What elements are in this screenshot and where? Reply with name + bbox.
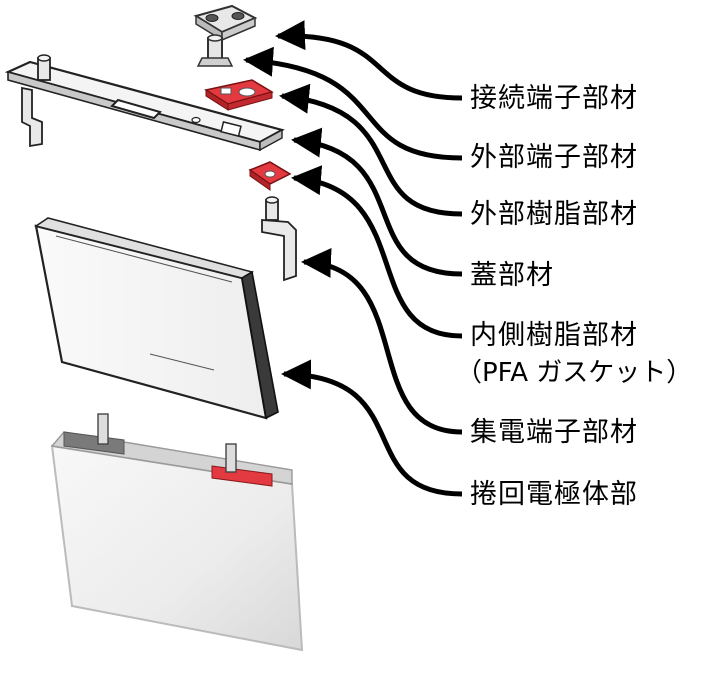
leader-external-resin [279,83,463,217]
wound-electrode-part [50,413,304,652]
leader-inner-resin [291,165,463,339]
label-lid: 蓋部材 [470,260,554,291]
leader-lid [291,127,463,277]
leader-wound-electrode [281,359,463,497]
label-wound-electrode: 捲回電極体部 [470,479,638,510]
leader-collector-terminal [301,247,463,435]
leader-lines [243,20,463,497]
label-inner-resin: 内側樹脂部材 [470,320,638,351]
lid-part [4,54,285,152]
collector-terminal-part [261,196,297,282]
connection-terminal-part [193,4,258,42]
label-inner-resin-note: （PFA ガスケット） [456,358,693,388]
leader-external-terminal [243,46,463,161]
external-resin-part [204,79,274,111]
inner-resin-part [248,161,292,191]
label-collector-terminal: 集電端子部材 [470,417,638,448]
label-external-resin: 外部樹脂部材 [470,199,638,230]
label-external-terminal: 外部端子部材 [470,142,638,173]
leader-connection-terminal [275,20,463,101]
external-terminal-part [196,34,234,67]
case-part [34,217,279,420]
label-connection-terminal: 接続端子部材 [470,83,638,114]
